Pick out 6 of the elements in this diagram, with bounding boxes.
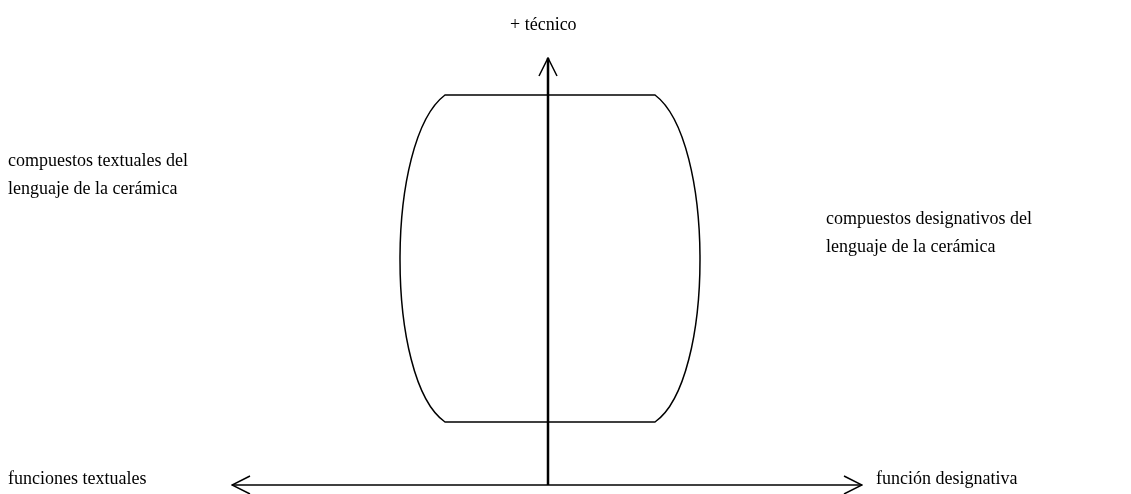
axis-label: + técnico bbox=[510, 13, 577, 36]
region-label: compuestos designativos del lenguaje de la cerámica bbox=[826, 207, 1033, 258]
barrel-shape bbox=[399, 94, 701, 423]
axis-label: función designativa bbox=[876, 467, 1018, 490]
axis-label: funciones textuales bbox=[8, 467, 147, 490]
region-label: compuestos textuales del lenguaje de la cerámica bbox=[8, 149, 189, 200]
